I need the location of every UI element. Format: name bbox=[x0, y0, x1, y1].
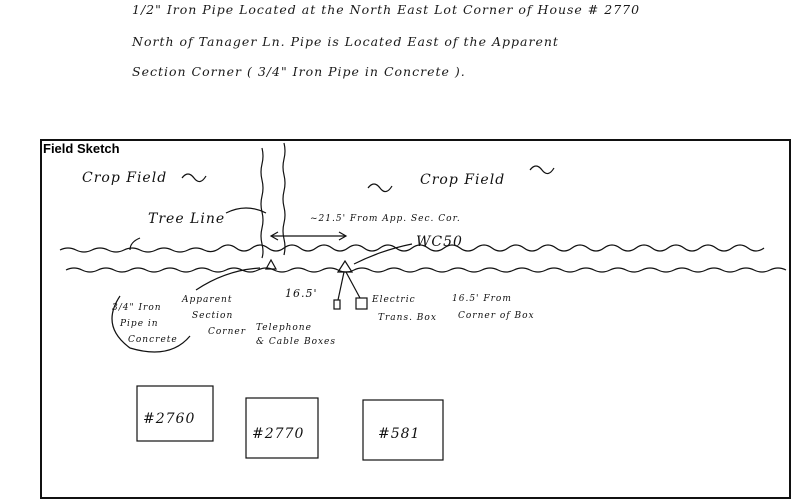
iron-pipe-label-2: Pipe in bbox=[119, 319, 159, 329]
iron-pipe-outline bbox=[111, 295, 191, 353]
field-sketch-drawing: Crop Field Crop Field Tree Line ~21.5' F… bbox=[59, 142, 787, 461]
electric-label-2: Trans. Box bbox=[378, 313, 437, 323]
house-581 bbox=[362, 399, 444, 461]
road-edge-south bbox=[65, 267, 787, 273]
distance-left-label: 16.5' bbox=[285, 287, 318, 300]
description-line-1: 1/2" Iron Pipe Located at the North East… bbox=[132, 2, 641, 17]
telephone-box bbox=[333, 299, 341, 310]
distance-right-label-2: Corner of Box bbox=[458, 311, 535, 321]
station-label: WC50 bbox=[416, 234, 463, 250]
iron-pipe-label-1: 3/4" Iron bbox=[112, 303, 162, 313]
apparent-corner-label-3: Corner bbox=[208, 327, 246, 337]
crop-field-right-label: Crop Field bbox=[420, 172, 505, 188]
section-corner-mark bbox=[264, 258, 278, 270]
telephone-label-2: & Cable Boxes bbox=[256, 337, 336, 347]
telephone-label-1: Telephone bbox=[256, 323, 312, 333]
electric-label-1: Electric bbox=[371, 295, 416, 305]
house-2770 bbox=[245, 397, 319, 459]
house-581-label: #581 bbox=[378, 426, 420, 442]
distance-right-label-1: 16.5' From bbox=[452, 294, 512, 304]
crop-field-left-label: Crop Field bbox=[82, 170, 167, 186]
road-edge-north bbox=[59, 244, 765, 253]
house-2770-label: #2770 bbox=[252, 426, 304, 442]
house-2760 bbox=[136, 385, 214, 442]
tree-line-west bbox=[260, 147, 264, 259]
tree-line-label: Tree Line bbox=[148, 211, 225, 227]
description-line-2: North of Tanager Ln. Pipe is Located Eas… bbox=[132, 34, 559, 49]
station-arrow bbox=[353, 243, 413, 265]
station-mark bbox=[336, 259, 354, 273]
tree-line-arrow bbox=[225, 207, 267, 214]
apparent-corner-label-2: Section bbox=[192, 311, 233, 321]
field-sketch-title: Field Sketch bbox=[43, 141, 120, 156]
iron-pipe-label-3: Concrete bbox=[128, 335, 178, 345]
description-line-3: Section Corner ( 3/4" Iron Pipe in Concr… bbox=[132, 64, 466, 79]
apparent-corner-label-1: Apparent bbox=[181, 295, 232, 305]
distance-label: ~21.5' From App. Sec. Cor. bbox=[310, 214, 461, 224]
electric-box bbox=[355, 297, 368, 310]
house-2760-label: #2760 bbox=[143, 411, 195, 427]
tree-line-east bbox=[282, 142, 286, 256]
